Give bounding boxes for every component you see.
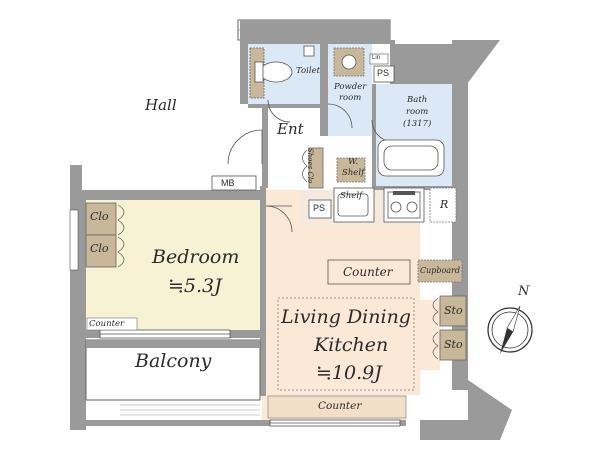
powder-room-label: Powder room [334,82,366,104]
bath-room-label-line2: room [405,107,429,117]
pipe-space-entry-label: PS [313,203,326,213]
door-swings [227,99,395,233]
hall-label: Hall [145,96,177,114]
wall-shelf-box [336,157,366,183]
ldk-counter-label: Counter [318,400,362,412]
entrance-label: Ent [277,120,304,138]
bedroom-label: Bedroom [152,246,240,268]
shoes-closet-box [308,147,324,189]
bath-room-label-line1: Bath [407,95,428,105]
refrigerator-box [429,187,457,223]
wall-shelf-label-line1: W. [348,157,359,167]
kitchen-counter-box [327,259,411,285]
shelf-label: Shelf [340,191,363,201]
storage-lower-box [439,329,467,361]
bedroom-top-wall [86,190,260,200]
balcony-steps [120,404,260,416]
closet-lower-box [85,234,117,268]
bottom-wall [86,420,406,426]
closet-upper-box [85,202,117,236]
storage-upper-label: Sto [444,304,463,317]
cupboard-label: Cupboard [420,266,461,275]
ldk-size: ≒10.9J [316,362,382,384]
storage-lower-label: Sto [444,338,463,351]
wall-shelf-label-line2: Shelf [342,168,365,178]
entrance-wall [262,108,268,188]
meter-box-outline [211,175,257,191]
ldk-label-line1: Living Dining [281,306,411,328]
powder-room-label-line1: Powder [334,82,367,92]
kitchen-counter-label: Counter [343,265,393,279]
closet-lower-label: Clo [90,242,109,255]
closet-upper-label: Clo [90,210,109,223]
bedroom-size: ≒5.3J [168,275,222,297]
refrigerator-label: R [440,198,449,211]
balcony-label: Balcony [135,350,212,372]
ldk-rug-outline [277,297,415,391]
pipe-space-bath-label: PS [377,68,390,78]
compass-rose [487,305,533,354]
left-wall [70,165,86,430]
compass-north-label: N [518,284,530,299]
bath-room-label: Bath room (1317) [403,94,431,130]
bedroom-counter-label: Counter [89,319,125,329]
balcony-area [85,339,261,401]
cupboard-box [417,259,463,283]
bath-room-label-line3: (1317) [403,119,432,129]
lower-right-wall [420,380,512,440]
wash-basin [341,54,357,70]
storage-upper-box [439,295,467,327]
powder-room-label-line2: room [338,93,362,103]
ldk-floor [262,190,440,395]
top-wall [240,20,468,104]
toilet-bowl [259,61,293,83]
wall-shelf-label: W. Shelf [342,157,364,179]
toilet-label: Toilet [296,66,321,76]
shoes-closet-label: Shoes Clo [306,148,314,184]
toilet-wall [320,44,328,136]
ldk-label-line2: Kitchen [314,334,389,356]
bath-wall [372,84,376,186]
bedroom-ldk-wall [260,186,266,396]
meter-box-label: MB [221,178,235,188]
linen-label: Lin [372,55,381,61]
